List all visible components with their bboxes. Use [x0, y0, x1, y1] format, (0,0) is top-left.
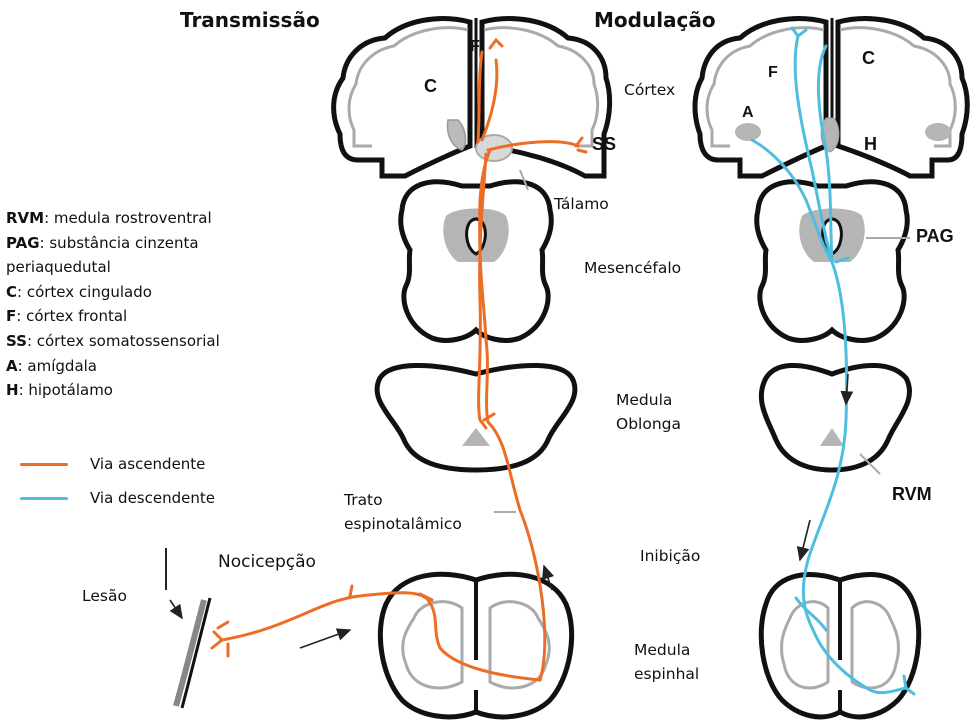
- legend-entry: H: hipotálamo: [6, 378, 220, 403]
- label-inibicao: Inibição: [640, 546, 700, 567]
- right-brain-coronal-section: [695, 18, 967, 176]
- skin-surface: [182, 598, 210, 708]
- right-spinal-cord-section: [761, 575, 919, 717]
- legend-entry: A: amígdala: [6, 354, 220, 379]
- left-midbrain: [401, 182, 552, 341]
- label-lesao: Lesão: [82, 586, 127, 607]
- label-trato-2: espinotalâmico: [344, 514, 462, 535]
- legend-entry: C: córtex cingulado: [6, 280, 220, 305]
- label-medula-oblonga-2: Oblonga: [616, 414, 681, 435]
- legend-label-descending: Via descendente: [90, 489, 215, 507]
- label-trato-1: Trato: [344, 490, 383, 511]
- label-medula-oblonga-1: Medula: [616, 390, 672, 411]
- letter-ss-left: SS: [592, 134, 616, 155]
- letter-pag-right: PAG: [916, 226, 954, 247]
- legend-swatch-ascending: [20, 463, 68, 466]
- letter-f-right: F: [768, 64, 778, 82]
- label-medula-espinhal-1: Medula: [634, 640, 690, 661]
- label-cortex: Córtex: [624, 80, 675, 101]
- label-nocicepcao: Nocicepção: [218, 552, 316, 572]
- legend-entry: F: córtex frontal: [6, 304, 220, 329]
- right-medulla-oblongata: [761, 365, 909, 470]
- legend-entry: PAG: substância cinzenta: [6, 231, 220, 256]
- left-medulla-oblongata: [377, 365, 575, 470]
- letter-rvm-right: RVM: [892, 484, 932, 505]
- letter-c-left: C: [424, 76, 437, 97]
- legend-entry: RVM: medula rostroventral: [6, 206, 220, 231]
- legend-entry: periaquedutal: [6, 255, 220, 280]
- title-modulacao: Modulação: [594, 8, 716, 32]
- letter-h-right: H: [864, 134, 877, 155]
- legend-entry: SS: córtex somatossensorial: [6, 329, 220, 354]
- letter-c-right: C: [862, 48, 875, 69]
- legend-swatch-descending: [20, 497, 68, 500]
- title-transmissao: Transmissão: [180, 8, 320, 32]
- abbreviation-legend: RVM: medula rostroventral PAG: substânci…: [6, 206, 220, 403]
- label-talamo: Tálamo: [554, 194, 609, 215]
- legend-label-ascending: Via ascendente: [90, 455, 205, 473]
- left-hemisphere-outline-l: [334, 19, 470, 176]
- letter-a-right: A: [742, 104, 754, 122]
- label-mesencefalo: Mesencéfalo: [584, 258, 681, 279]
- label-medula-espinhal-2: espinhal: [634, 664, 699, 685]
- letter-f-left: F: [470, 38, 480, 56]
